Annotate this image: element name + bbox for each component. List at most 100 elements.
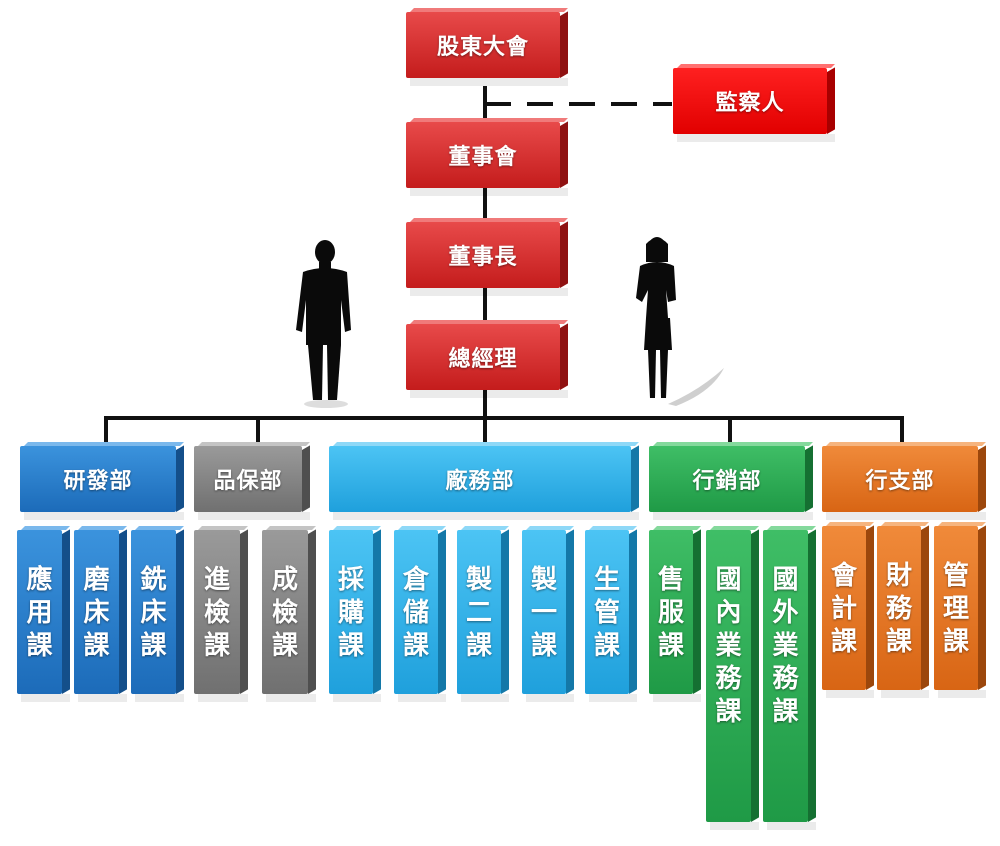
label-char: 儲 — [402, 598, 429, 628]
unit-factory-2-side-face — [438, 529, 446, 694]
label-char: 售 — [657, 565, 684, 595]
label-char: 管 — [593, 598, 620, 628]
unit-admin-1: 會計課 — [822, 522, 874, 698]
unit-admin-1-side-face — [866, 525, 874, 690]
unit-qa-2-side-face — [308, 529, 316, 694]
label-char: 課 — [203, 631, 230, 661]
label-char: 檢 — [271, 598, 298, 628]
label-char: 課 — [593, 631, 620, 661]
node-board: 董事會 — [406, 118, 568, 196]
label-char: 課 — [657, 631, 684, 661]
dept-admin: 行支部 — [822, 442, 986, 520]
unit-factory-5-label: 生管課 — [585, 530, 629, 694]
label-char: 購 — [337, 598, 364, 628]
node-board-label: 董事會 — [406, 122, 560, 188]
unit-admin-1-shadow — [826, 690, 874, 698]
label-char: 製 — [530, 565, 557, 595]
label-char: 務 — [772, 664, 799, 694]
unit-rd-2-shadow — [78, 694, 127, 702]
node-shareholders: 股東大會 — [406, 8, 568, 86]
label-char: 磨 — [83, 565, 110, 595]
label-char: 採 — [337, 565, 364, 595]
unit-qa-1-shadow — [198, 694, 248, 702]
unit-qa-2: 成檢課 — [262, 526, 316, 702]
dept-rd-shadow — [24, 512, 184, 520]
dept-factory-side-face — [631, 445, 639, 512]
label-char: 課 — [465, 631, 492, 661]
unit-sales-1: 售服課 — [649, 526, 701, 702]
label-char: 務 — [885, 594, 912, 624]
label-char: 倉 — [402, 565, 429, 595]
dept-sales-side-face — [805, 445, 813, 512]
businessman-silhouette-icon — [296, 240, 351, 408]
label-char: 課 — [402, 631, 429, 661]
unit-admin-1-label: 會計課 — [822, 526, 866, 690]
label-char: 一 — [530, 598, 557, 628]
unit-admin-2-label: 財務課 — [877, 526, 921, 690]
node-supervisor-shadow — [677, 134, 835, 142]
label-char: 課 — [337, 631, 364, 661]
label-char: 計 — [830, 594, 857, 624]
unit-qa-1-side-face — [240, 529, 248, 694]
dept-factory: 廠務部 — [329, 442, 639, 520]
unit-factory-5-shadow — [589, 694, 637, 702]
unit-rd-1-label: 應用課 — [17, 530, 62, 694]
label-char: 課 — [942, 627, 969, 657]
unit-rd-2: 磨床課 — [74, 526, 127, 702]
label-char: 外 — [772, 598, 799, 628]
unit-factory-1-side-face — [373, 529, 381, 694]
unit-sales-2-side-face — [751, 529, 759, 822]
unit-rd-3-shadow — [135, 694, 184, 702]
unit-sales-2-shadow — [710, 822, 759, 830]
businesswoman-silhouette-icon — [636, 237, 724, 406]
dept-sales: 行銷部 — [649, 442, 813, 520]
label-char: 課 — [530, 631, 557, 661]
unit-factory-1-label: 採購課 — [329, 530, 373, 694]
dept-rd-label: 研發部 — [20, 446, 176, 512]
unit-factory-3-label: 製二課 — [457, 530, 501, 694]
unit-factory-1-shadow — [333, 694, 381, 702]
unit-sales-2-label: 國內業務課 — [706, 530, 751, 822]
node-supervisor: 監察人 — [673, 64, 835, 142]
node-gm: 總經理 — [406, 320, 568, 398]
dept-rd-side-face — [176, 445, 184, 512]
label-char: 理 — [942, 594, 969, 624]
label-char: 課 — [885, 627, 912, 657]
node-board-shadow — [410, 188, 568, 196]
unit-admin-2: 財務課 — [877, 522, 929, 698]
unit-rd-3-side-face — [176, 529, 184, 694]
label-char: 課 — [715, 697, 742, 727]
unit-factory-1: 採購課 — [329, 526, 381, 702]
label-char: 課 — [772, 697, 799, 727]
label-char: 國 — [772, 565, 799, 595]
label-char: 課 — [83, 631, 110, 661]
unit-sales-1-shadow — [653, 694, 701, 702]
node-gm-shadow — [410, 390, 568, 398]
dept-qa-shadow — [198, 512, 310, 520]
dept-admin-side-face — [978, 445, 986, 512]
label-char: 務 — [715, 664, 742, 694]
node-chairman-label: 董事長 — [406, 222, 560, 288]
label-char: 二 — [465, 598, 492, 628]
unit-sales-3-label: 國外業務課 — [763, 530, 808, 822]
node-chairman-shadow — [410, 288, 568, 296]
unit-rd-3-label: 銑床課 — [131, 530, 176, 694]
unit-sales-2: 國內業務課 — [706, 526, 759, 830]
unit-factory-5: 生管課 — [585, 526, 637, 702]
node-board-side-face — [560, 121, 568, 188]
unit-admin-3: 管理課 — [934, 522, 986, 698]
unit-rd-2-side-face — [119, 529, 127, 694]
label-char: 業 — [772, 631, 799, 661]
dept-factory-shadow — [333, 512, 639, 520]
dept-sales-label: 行銷部 — [649, 446, 805, 512]
unit-factory-4-label: 製一課 — [522, 530, 566, 694]
unit-qa-2-label: 成檢課 — [262, 530, 308, 694]
unit-factory-3: 製二課 — [457, 526, 509, 702]
dept-sales-shadow — [653, 512, 813, 520]
unit-qa-1: 進檢課 — [194, 526, 248, 702]
label-char: 業 — [715, 631, 742, 661]
unit-admin-2-shadow — [881, 690, 929, 698]
unit-factory-3-side-face — [501, 529, 509, 694]
